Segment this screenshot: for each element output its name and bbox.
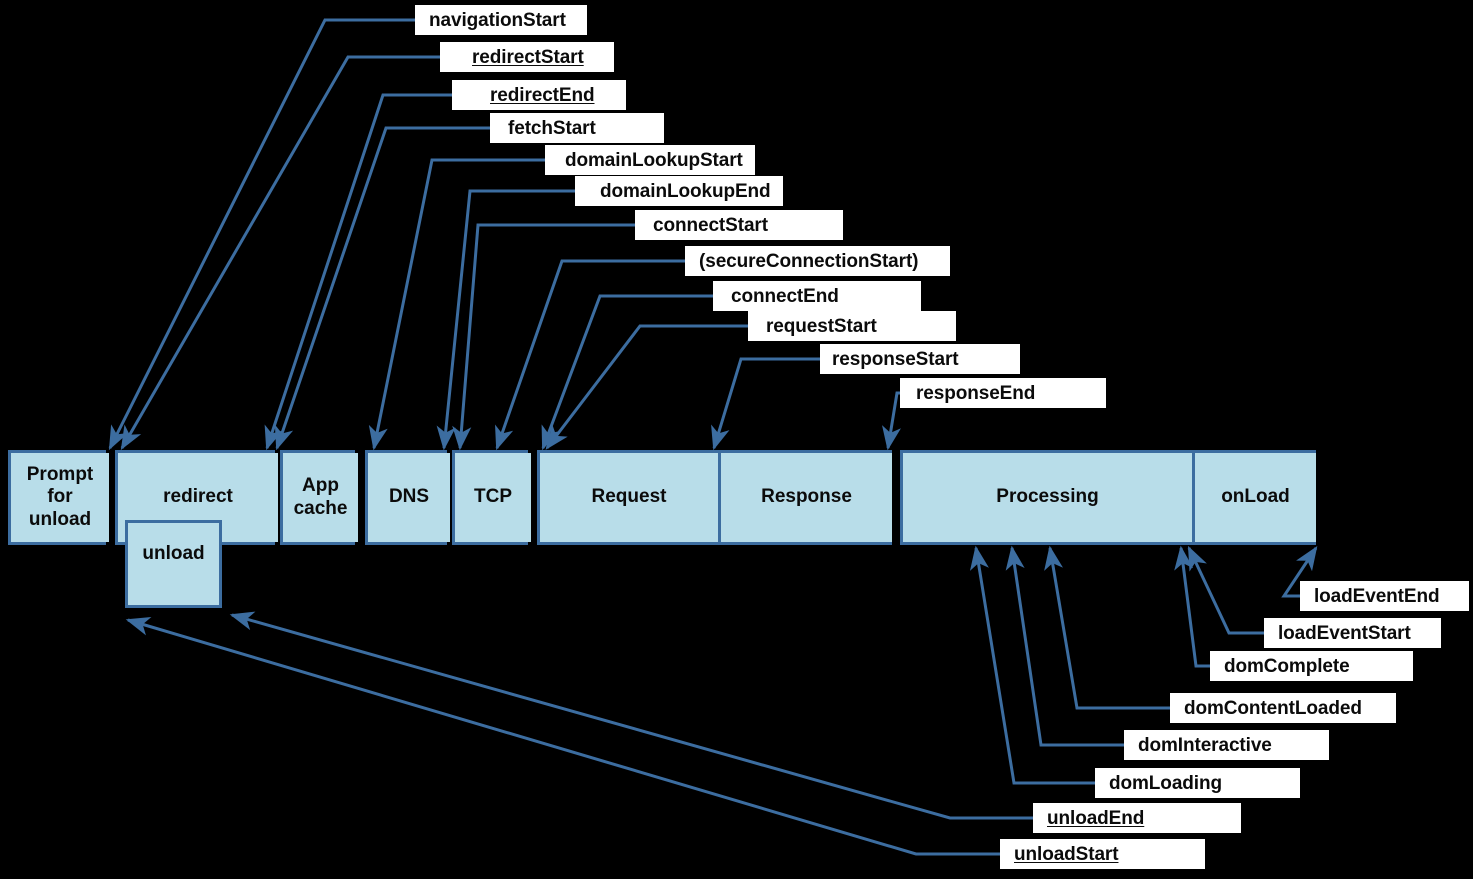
phase-dns: DNS — [368, 453, 450, 542]
callout-label: domInteractive — [1138, 734, 1272, 756]
callout-domContentLoaded: domContentLoaded — [1170, 693, 1396, 723]
callout-domainLookupEnd: domainLookupEnd — [575, 176, 783, 206]
callout-label: redirectStart — [472, 46, 584, 68]
phase-request: Request — [540, 453, 718, 542]
callout-responseEnd: responseEnd — [900, 378, 1106, 408]
phase-label: Processing — [996, 486, 1099, 508]
callout-label: unloadStart — [1014, 843, 1119, 865]
callout-label: responseEnd — [916, 382, 1036, 404]
callout-fetchStart: fetchStart — [490, 113, 664, 143]
callout-label: unloadEnd — [1047, 807, 1145, 829]
wire-connectEnd — [541, 294, 713, 451]
wire-fetchStart — [274, 126, 490, 451]
callout-secureConnectionStart: (secureConnectionStart) — [685, 246, 950, 276]
callout-label: domainLookupStart — [565, 149, 743, 171]
wire-connectStart — [452, 223, 635, 451]
callout-connectStart: connectStart — [635, 210, 843, 240]
processing-onload-group: Processing onLoad — [900, 450, 1316, 545]
phase-label: unload — [142, 543, 205, 564]
callout-label: domainLookupEnd — [600, 180, 771, 202]
wire-redirectEnd — [264, 93, 452, 451]
callout-label: loadEventStart — [1278, 622, 1411, 644]
appcache-group: App cache — [280, 450, 358, 545]
callout-label: connectEnd — [731, 285, 839, 307]
callout-connectEnd: connectEnd — [713, 281, 921, 311]
phase-tcp: TCP — [455, 453, 531, 542]
phase-label: Response — [761, 486, 852, 508]
callout-label: requestStart — [766, 315, 877, 337]
phase-response: Response — [718, 453, 892, 542]
callout-label: connectStart — [653, 214, 768, 236]
dns-group: DNS — [365, 450, 450, 545]
prompt-group: Prompt for unload — [8, 450, 109, 545]
wire-domInteractive — [1005, 545, 1124, 747]
wire-domainLookupStart — [368, 158, 545, 451]
phase-label: App cache — [293, 475, 348, 519]
wire-responseEnd — [882, 391, 901, 451]
callout-redirectStart: redirectStart — [440, 42, 614, 72]
phase-prompt-for-unload: Prompt for unload — [11, 453, 109, 542]
phase-label: Prompt for unload — [26, 463, 94, 530]
wire-responseStart — [711, 357, 820, 451]
phase-label: onLoad — [1221, 486, 1290, 508]
callout-redirectEnd: redirectEnd — [452, 80, 626, 110]
callout-label: redirectEnd — [490, 84, 595, 106]
wire-domComplete — [1174, 545, 1210, 668]
callout-unloadStart: unloadStart — [1000, 839, 1205, 869]
wire-loadEventStart — [1187, 545, 1264, 635]
callout-responseStart: responseStart — [820, 344, 1020, 374]
callout-label: navigationStart — [429, 9, 566, 31]
phase-onload: onLoad — [1192, 453, 1316, 542]
callout-label: domContentLoaded — [1184, 697, 1362, 719]
callout-label: fetchStart — [508, 117, 596, 139]
phase-label: TCP — [474, 486, 512, 508]
wire-secureConnectionStart — [495, 259, 685, 451]
phase-unload: unload — [125, 520, 222, 608]
callout-label: domLoading — [1109, 772, 1222, 794]
callout-label: responseStart — [832, 348, 959, 370]
callout-domInteractive: domInteractive — [1124, 730, 1329, 760]
wire-domContentLoaded — [1044, 545, 1170, 710]
wire-domLoading — [969, 545, 1095, 785]
wire-redirectStart — [120, 55, 440, 451]
callout-label: domComplete — [1224, 655, 1350, 677]
phase-app-cache: App cache — [283, 453, 358, 542]
wire-requestStart — [545, 324, 748, 450]
tcp-group: TCP — [452, 450, 531, 545]
callout-domLoading: domLoading — [1095, 768, 1300, 798]
callout-navigationStart: navigationStart — [415, 5, 587, 35]
callout-domainLookupStart: domainLookupStart — [545, 145, 755, 175]
wire-domainLookupEnd — [436, 189, 575, 451]
callout-domComplete: domComplete — [1210, 651, 1413, 681]
phase-label: redirect — [163, 486, 233, 508]
phase-processing: Processing — [903, 453, 1192, 542]
phase-label: Request — [591, 486, 667, 508]
callout-label: (secureConnectionStart) — [699, 250, 919, 272]
callout-loadEventEnd: loadEventEnd — [1300, 581, 1469, 611]
wire-navigationStart — [108, 18, 415, 451]
callout-loadEventStart: loadEventStart — [1264, 618, 1441, 648]
callout-unloadEnd: unloadEnd — [1033, 803, 1241, 833]
wire-unloadStart — [125, 616, 1000, 856]
callout-label: loadEventEnd — [1314, 585, 1440, 607]
callout-requestStart: requestStart — [748, 311, 956, 341]
request-response-group: Request Response — [537, 450, 892, 545]
wire-unloadEnd — [229, 611, 1033, 820]
phase-label: DNS — [388, 486, 430, 508]
